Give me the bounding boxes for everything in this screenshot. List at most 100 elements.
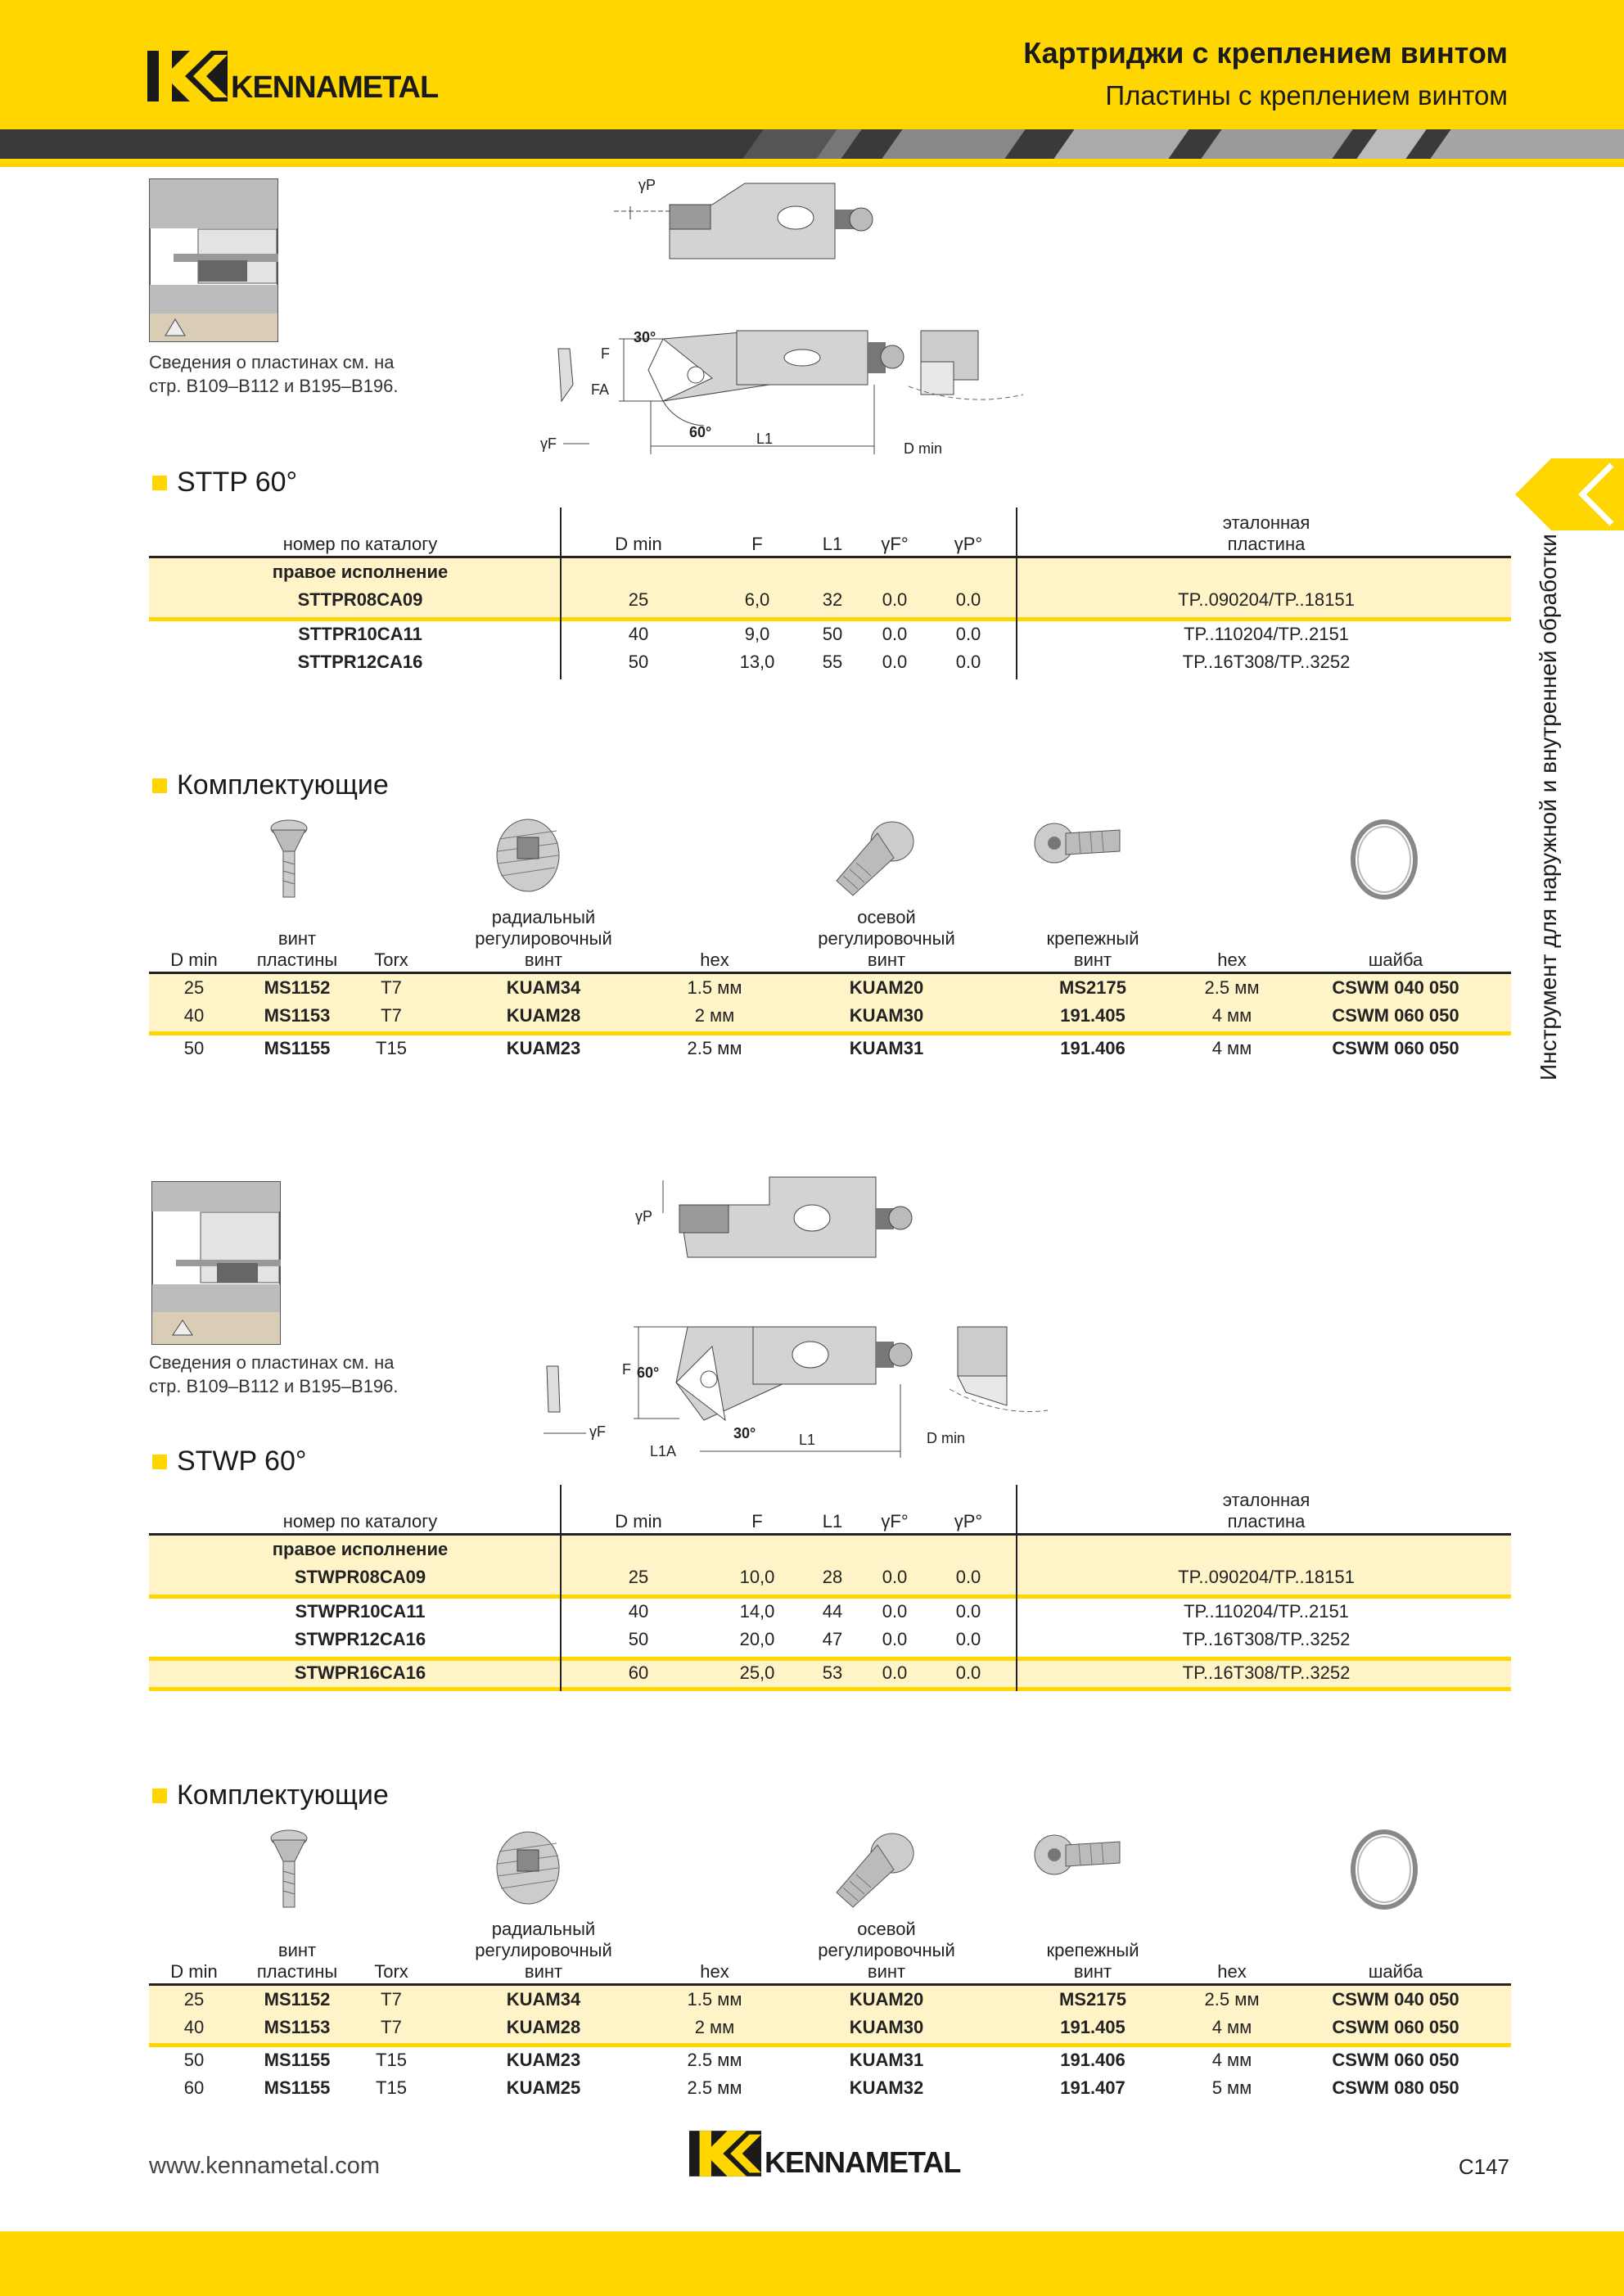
- column-divider: [1016, 1485, 1017, 1691]
- th-f: F: [751, 1511, 763, 1531]
- th-catalog: номер по каталогу: [282, 534, 438, 554]
- cell-hex-2: 4 мм: [1211, 2050, 1252, 2070]
- insert-note-2: Сведения о пластинах см. на стр. B109–B1…: [149, 1352, 399, 1396]
- row-divider: [149, 617, 1511, 621]
- cell-l1: 28: [822, 1567, 843, 1587]
- insert-screw-icon: [270, 819, 308, 898]
- section-title-text: STTP 60°: [177, 467, 298, 498]
- cell-insert: TP..110204/TP..2151: [1184, 1601, 1349, 1622]
- radial-adjust-screw-icon: [496, 819, 560, 892]
- cell-gamma-f: 0.0: [882, 1662, 908, 1683]
- cell-torx: T15: [376, 2050, 407, 2070]
- th-l1: L1: [822, 1511, 843, 1531]
- cell-catalog: STWPR16CA16: [294, 1662, 426, 1683]
- th-radial-3: винт: [524, 950, 563, 970]
- cell-hex: 1.5 мм: [687, 1989, 742, 2010]
- cell-screw: MS1152: [264, 1989, 331, 2010]
- cell-washer: CSWM 040 050: [1332, 977, 1459, 998]
- cell-insert: TP..16T308/TP..3252: [1182, 1629, 1351, 1649]
- section-title-text: STWP 60°: [177, 1446, 307, 1477]
- th-hex: hex: [700, 1961, 729, 1982]
- footer-bar: [0, 2231, 1624, 2296]
- title-marker: [152, 475, 167, 490]
- table-row: STWPR16CA16 60 25,0 53 0.0 0.0 TP..16T30…: [149, 1661, 1511, 1687]
- cell-radial: KUAM34: [506, 977, 581, 998]
- cell-gamma-p: 0.0: [955, 1567, 981, 1587]
- cell-gamma-f: 0.0: [882, 652, 908, 672]
- section-title-accessories-2: Комплектующие: [152, 1780, 389, 1811]
- table-row: 60 MS1155 T15 KUAM25 2.5 мм KUAM32 191.4…: [149, 2076, 1511, 2104]
- label-f-1: F: [601, 345, 610, 362]
- cell-radial: KUAM23: [506, 1038, 581, 1058]
- cell-l1: 44: [822, 1601, 843, 1622]
- cell-hex: 2.5 мм: [687, 2050, 742, 2070]
- cell-insert: TP..090204/TP..18151: [1178, 589, 1355, 610]
- label-gamma-p-1: γP: [638, 177, 656, 193]
- section-title-stwp: STWP 60°: [152, 1446, 306, 1477]
- washer-icon: [1351, 1829, 1418, 1910]
- clamp-screw-icon: [1034, 1834, 1121, 1875]
- th-axial-2: регулировочный: [818, 1940, 955, 1960]
- section-title-text: Комплектующие: [177, 1780, 389, 1811]
- th-insert-1: эталонная: [1222, 1490, 1310, 1510]
- th-screw-1: винт: [277, 928, 317, 949]
- cell-gamma-p: 0.0: [955, 589, 981, 610]
- cell-clamp: 191.405: [1060, 2017, 1126, 2037]
- cell-axial: KUAM32: [849, 2077, 924, 2098]
- cell-clamp: 191.405: [1060, 1005, 1126, 1026]
- cell-catalog: STWPR10CA11: [295, 1601, 426, 1622]
- table-header-rule: [149, 556, 1511, 558]
- cell-dmin: 60: [628, 1662, 649, 1683]
- footer-url[interactable]: www.kennametal.com: [149, 2153, 381, 2179]
- table-header-rule: [149, 1533, 1511, 1536]
- cell-dmin: 50: [183, 2050, 205, 2070]
- label-angle-60-1: 60°: [689, 424, 711, 440]
- cell-hex: 2.5 мм: [687, 1038, 742, 1058]
- table-row: STWPR10CA11 40 14,0 44 0.0 0.0 TP..11020…: [149, 1599, 1511, 1627]
- cell-gamma-p: 0.0: [955, 1601, 981, 1622]
- th-axial-3: винт: [867, 950, 906, 970]
- th-washer: шайба: [1368, 1961, 1423, 1982]
- cell-insert: TP..16T308/TP..3252: [1182, 1662, 1351, 1683]
- th-gamma-f: γF°: [881, 534, 909, 554]
- section-title-sttp: STTP 60°: [152, 467, 297, 498]
- cell-screw: MS1155: [264, 1038, 331, 1058]
- label-l1-2: L1: [799, 1432, 815, 1448]
- th-dmin: D min: [615, 534, 662, 554]
- cell-hex-2: 4 мм: [1211, 1005, 1252, 1026]
- cell-dmin: 60: [183, 2077, 205, 2098]
- th-gamma-f: γF°: [881, 1511, 909, 1531]
- cell-screw: MS1155: [264, 2077, 331, 2098]
- washer-icon: [1351, 819, 1418, 900]
- th-clamp-2: винт: [1073, 950, 1112, 970]
- row-divider: [149, 1031, 1511, 1035]
- cell-gamma-p: 0.0: [955, 1629, 981, 1649]
- cell-clamp: MS2175: [1059, 977, 1126, 998]
- cell-f: 14,0: [739, 1601, 775, 1622]
- th-radial-2: регулировочный: [475, 928, 612, 949]
- cell-gamma-p: 0.0: [955, 652, 981, 672]
- cell-washer: CSWM 060 050: [1332, 2017, 1459, 2037]
- cell-dmin: 40: [183, 1005, 205, 1026]
- th-clamp-1: крепежный: [1046, 928, 1139, 949]
- page-number: C147: [1458, 2154, 1509, 2179]
- th-clamp-1: крепежный: [1046, 1940, 1139, 1960]
- side-tab-chevron-icon: [1515, 458, 1624, 530]
- cell-radial: KUAM23: [506, 2050, 581, 2070]
- cell-hex: 1.5 мм: [687, 977, 742, 998]
- table-row: 50 MS1155 T15 KUAM23 2.5 мм KUAM31 191.4…: [149, 1036, 1511, 1064]
- label-gamma-f-1: γF: [540, 435, 557, 452]
- cell-radial: KUAM25: [506, 2077, 581, 2098]
- th-dmin: D min: [615, 1511, 662, 1531]
- cell-dmin: 25: [183, 1989, 205, 2010]
- row-divider: [149, 1687, 1511, 1691]
- th-hex-2: hex: [1217, 1961, 1247, 1982]
- cell-catalog: STTPR12CA16: [297, 652, 423, 672]
- cell-gamma-f: 0.0: [882, 589, 908, 610]
- cartridge-side-view-1: γP: [614, 177, 873, 259]
- cell-gamma-f: 0.0: [882, 624, 908, 644]
- cell-radial: KUAM28: [506, 1005, 581, 1026]
- label-dmin-1: D min: [904, 440, 942, 457]
- side-section-label: Инструмент для наружной и внутренней обр…: [1536, 534, 1561, 1080]
- table-row: STTPR10CA11 40 9,0 50 0.0 0.0 TP..110204…: [149, 622, 1511, 650]
